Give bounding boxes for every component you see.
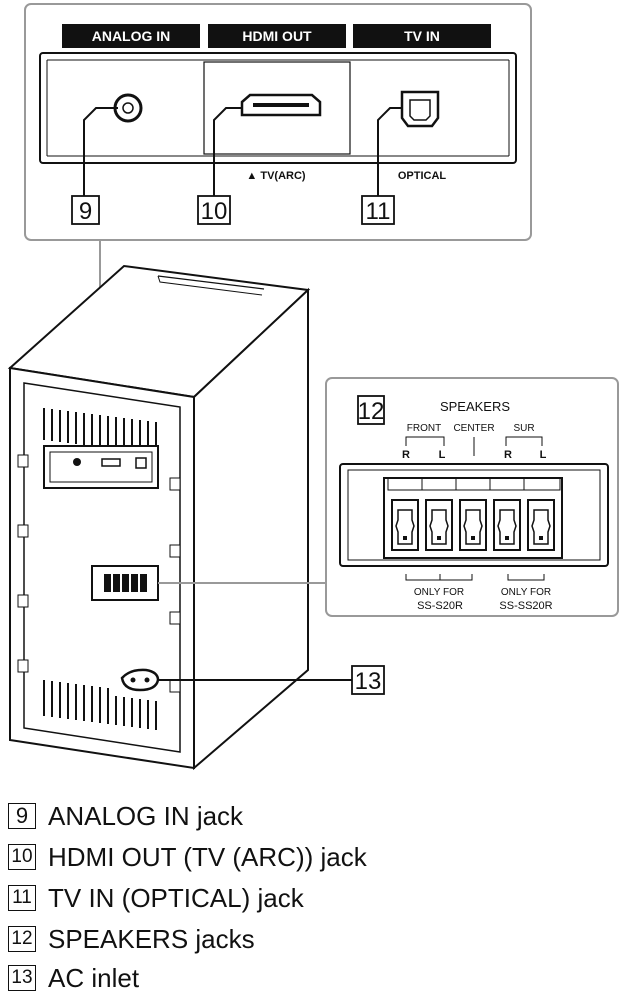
header-analog-in: ANALOG IN: [92, 28, 171, 44]
header-tv-in: TV IN: [404, 28, 440, 44]
connection-diagram: ANALOG IN HDMI OUT TV IN ▲ TV(ARC) OPT: [7, 3, 619, 771]
legend-text: HDMI OUT (TV (ARC)) jack: [48, 841, 367, 872]
optical-port-icon: [400, 90, 440, 128]
subwoofer-unit: [7, 264, 311, 771]
legend-number: 11: [8, 885, 36, 911]
channel-front-r: R: [402, 449, 410, 461]
legend-text: SPEAKERS jacks: [48, 923, 255, 954]
callout-box-12: [357, 395, 385, 425]
legend-item-13: 13 AC inlet: [8, 961, 139, 995]
group-center: CENTER: [453, 423, 494, 434]
channel-sur-r: R: [504, 449, 512, 461]
channel-sur-l: L: [540, 449, 547, 461]
callout-number-13: 13: [355, 668, 382, 695]
legend-item-10: 10 HDMI OUT (TV (ARC)) jack: [8, 840, 367, 874]
callout-number-9: 9: [79, 198, 92, 225]
legend-item-11: 11 TV IN (OPTICAL) jack: [8, 881, 304, 915]
header-hdmi-out: HDMI OUT: [242, 28, 312, 44]
callout-number-12: 12: [358, 398, 385, 425]
callout-number-11: 11: [366, 198, 391, 225]
header-bar-analog: [62, 24, 200, 48]
speaker-terminal-panel: 12 SPEAKERS FRONT CENTER SUR R L R L: [325, 377, 619, 617]
hdmi-out-port-icon: [240, 93, 322, 117]
group-sur: SUR: [513, 423, 534, 434]
header-bar-tvin: [353, 24, 491, 48]
speakers-title: SPEAKERS: [440, 399, 510, 414]
legend-item-12: 12 SPEAKERS jacks: [8, 922, 255, 956]
legend-text: TV IN (OPTICAL) jack: [48, 882, 304, 913]
callout-box-10: [197, 195, 231, 225]
callout-number-10: 10: [201, 198, 228, 225]
channel-front-l: L: [439, 449, 446, 461]
group-front: FRONT: [407, 423, 441, 434]
model-ss-s20r: SS-S20R: [417, 600, 463, 612]
model-ss-ss20r: SS-SS20R: [499, 600, 552, 612]
legend-text: AC inlet: [48, 962, 140, 993]
legend-item-9: 9 ANALOG IN jack: [8, 799, 243, 833]
top-connector-panel: ANALOG IN HDMI OUT TV IN ▲ TV(ARC) OPT: [24, 3, 532, 241]
label-optical: OPTICAL: [398, 170, 447, 182]
legend-number: 9: [8, 803, 36, 829]
callout-box-9: [71, 195, 100, 225]
analog-in-jack-icon: [113, 93, 143, 123]
legend-text: ANALOG IN jack: [48, 800, 244, 831]
legend-number: 13: [8, 965, 36, 991]
callout-box-13: [351, 665, 385, 695]
legend-number: 10: [8, 844, 36, 870]
legend-number: 12: [8, 926, 36, 952]
only-for-label-2: ONLY FOR: [501, 587, 551, 598]
only-for-label-1: ONLY FOR: [414, 587, 464, 598]
header-bar-hdmi: [208, 24, 346, 48]
label-tv-arc: ▲ TV(ARC): [246, 170, 305, 182]
callout-box-11: [361, 195, 395, 225]
